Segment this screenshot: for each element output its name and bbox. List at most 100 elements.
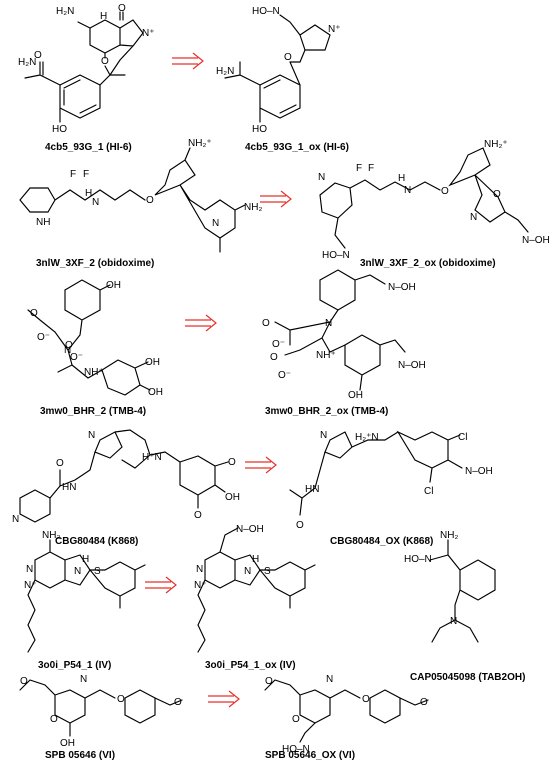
molecule-iv: NH₂ N N⁺ H N S 3o0i_P54_1 (IV)	[24, 530, 146, 671]
caption: CBG80484_OX (K868)	[330, 536, 433, 547]
atom-label: N	[326, 674, 333, 685]
atom-label: O	[20, 676, 28, 687]
atom-label: N	[12, 514, 19, 525]
atom-label: HN	[305, 484, 319, 495]
atom-label: N	[470, 212, 477, 223]
bond	[77, 11, 124, 59]
atom-label: H₂⁺N	[355, 432, 379, 443]
bond	[274, 309, 346, 356]
bond	[88, 561, 146, 609]
atom-label: S	[94, 566, 101, 577]
atom-label: O⁻	[70, 352, 83, 363]
caption: 4cb5_93G_1_ox (HI-6)	[245, 142, 349, 153]
atom-label: O	[362, 694, 370, 705]
atom-label: O	[101, 56, 109, 67]
atom-label: N	[196, 564, 203, 575]
atom-label: O	[270, 352, 278, 363]
arrow-1-line	[172, 52, 204, 70]
atom-label: O	[493, 189, 501, 200]
bond	[289, 451, 326, 516]
bond	[224, 61, 301, 123]
atom-label: HO	[52, 124, 67, 135]
bond	[448, 147, 529, 233]
atom-label: N	[74, 566, 81, 577]
atom-label: O	[265, 676, 273, 687]
atom-label: NH₂	[244, 202, 262, 213]
molecule-obidoxime: F F H N NH O NH₂⁺ N NH₂ 3nlW_3XF_2 (obid…	[19, 138, 262, 269]
bond	[101, 359, 151, 396]
atom-label: N	[26, 564, 33, 575]
atom-label: N–OH	[522, 235, 550, 246]
atom-label: OH	[225, 492, 240, 503]
arrow-2-line	[260, 190, 292, 208]
atom-label: H₂N	[18, 57, 36, 68]
atom-label: O	[50, 714, 58, 725]
atom-label: O	[292, 714, 300, 725]
molecule-k868-ox: N H₂⁺N Cl Cl N–OH HN O CBG80484_OX (K868…	[289, 430, 493, 547]
caption: 3o0i_P54_1_ox (IV)	[205, 660, 296, 671]
atom-label: N⁺	[328, 24, 341, 35]
molecule-hi6-ox: HO–N N⁺ H₂N O HO 4cb5_93G_1_ox (HI-6)	[216, 6, 349, 153]
atom-label: H⁺N	[142, 452, 162, 463]
atom-label: O	[146, 195, 154, 206]
bond	[64, 279, 111, 351]
caption: 4cb5_93G_1 (HI-6)	[45, 142, 132, 153]
bond	[319, 179, 441, 249]
atom-label: H	[82, 554, 89, 565]
atom-label: O	[34, 50, 42, 61]
atom-label: N	[212, 218, 219, 229]
arrow-3	[185, 314, 217, 332]
atom-label: N	[244, 566, 251, 577]
atom-label: O⁻	[37, 332, 50, 343]
bond	[27, 579, 36, 653]
bond	[69, 689, 183, 737]
atom-label: HN	[62, 482, 76, 493]
atom-label: O	[30, 308, 38, 319]
atom-label: HO	[252, 124, 267, 135]
atom-label: N	[64, 345, 71, 356]
bond	[396, 430, 463, 483]
arrow-3-line	[185, 314, 217, 332]
bond	[63, 79, 97, 114]
atom-label: O	[174, 697, 182, 708]
atom-label: O	[420, 697, 428, 708]
atom-label: NH₂	[42, 530, 60, 541]
atom-label: F	[70, 169, 76, 180]
molecule-k868: N H⁺N O OH O HN O N CBG80484 (K868)	[12, 429, 240, 547]
atom-label: N	[92, 197, 99, 208]
caption: SPB 05646_OX (VI)	[265, 750, 355, 760]
atom-label: O	[56, 458, 64, 469]
atom-label: N	[404, 185, 411, 196]
atom-label: O	[296, 520, 304, 531]
bond	[197, 579, 206, 653]
atom-label: H	[398, 173, 405, 184]
atom-label: F	[83, 169, 89, 180]
bond	[94, 429, 181, 469]
caption: 3o0i_P54_1 (IV)	[38, 660, 111, 671]
atom-label: NH⁺	[84, 367, 104, 378]
atom-label: HO–N	[404, 554, 432, 565]
atom-label: O	[117, 694, 125, 705]
atom-label: Cl	[458, 432, 467, 443]
atom-label: O	[65, 340, 73, 351]
atom-label: OH	[60, 738, 75, 749]
caption: 3mw0_BHR_2_ox (TMB-4)	[265, 406, 388, 417]
molecule-iv-ox: N–OH N N⁺ H N S 3o0i_P54_1_ox (IV)	[194, 524, 316, 671]
arrow-1	[172, 52, 204, 70]
atom-label: N	[318, 172, 325, 183]
atom-label: N⁺	[142, 28, 155, 39]
bond	[19, 187, 146, 213]
atom-label: OH	[145, 357, 160, 368]
caption: CAP05045098 (TAB2OH)	[410, 672, 525, 683]
molecule-tab2oh: NH₂ HO–N N CAP05045098 (TAB2OH)	[404, 530, 525, 683]
molecule-tmb4: OH N O O⁻ O O⁻ NH⁺ OH OH 3mw0_BHR_2 (TMB…	[27, 279, 163, 417]
bond	[258, 561, 316, 609]
atom-label: N	[80, 674, 87, 685]
caption: 3nlW_3XF_2_ox (obidoxime)	[360, 258, 496, 269]
atom-label: H₂N	[56, 6, 74, 17]
bond	[344, 334, 406, 391]
atom-label: N⁺	[194, 580, 207, 591]
atom-label: NH₂	[440, 530, 458, 541]
atom-label: NH₂⁺	[484, 139, 508, 150]
atom-label: N–OH	[465, 466, 493, 477]
